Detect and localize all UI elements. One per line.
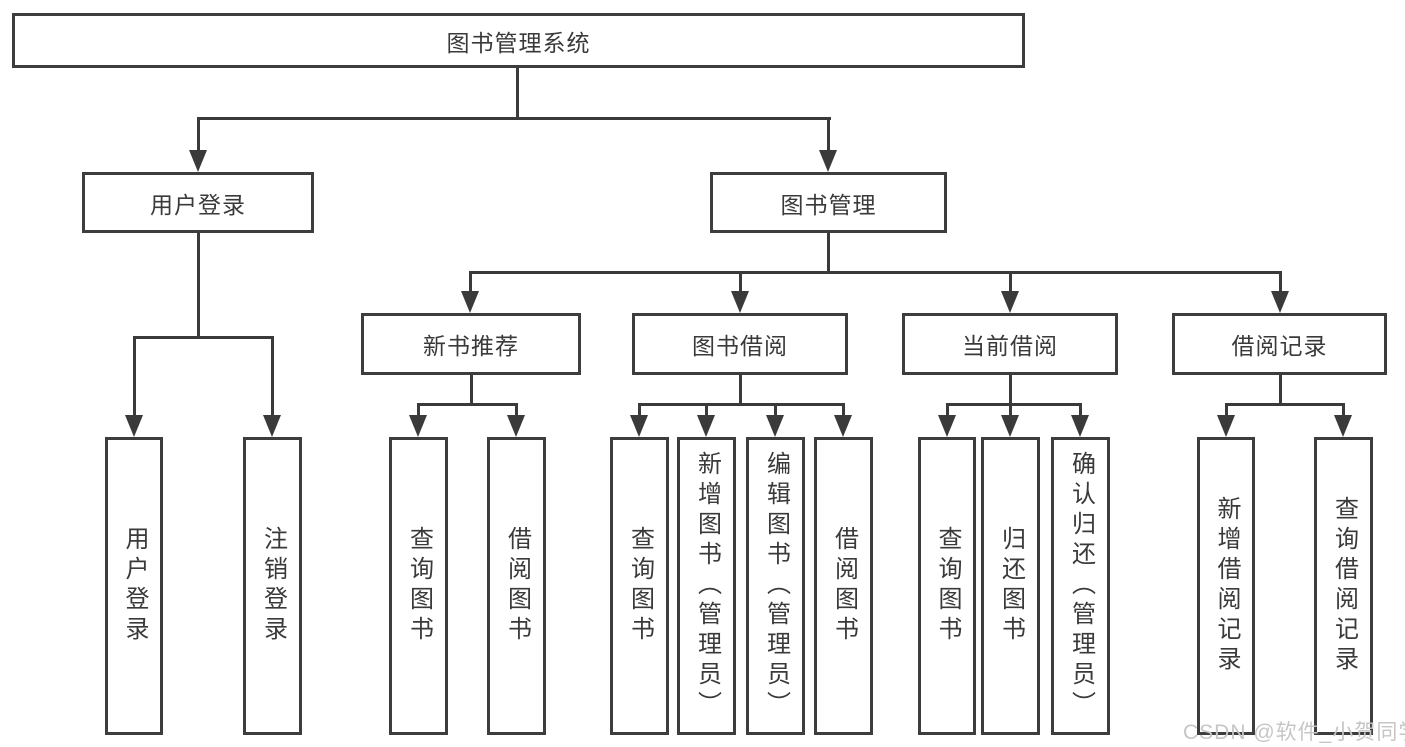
node-label: 查询图书 [934, 526, 961, 646]
connector-line [417, 403, 518, 406]
arrow-down-icon [409, 415, 427, 437]
connector-line [739, 271, 742, 293]
connector-line [946, 403, 1082, 406]
connector-line [417, 403, 420, 417]
connector-line [946, 403, 949, 417]
connector-line [1079, 403, 1082, 417]
arrow-down-icon [819, 150, 837, 172]
connector-line [469, 271, 472, 293]
node-label: 借阅图书 [503, 526, 531, 646]
node-label: 图书管理 [780, 191, 877, 218]
connector-line [827, 233, 830, 274]
node-borrow-records: 借阅记录 [1172, 313, 1387, 375]
node-label: 查询图书 [626, 526, 654, 646]
connector-line [515, 403, 518, 417]
arrow-down-icon [1271, 291, 1289, 313]
node-label: 用户登录 [121, 526, 148, 646]
connector-line [774, 403, 777, 417]
connector-line [1225, 403, 1345, 406]
connector-line [469, 271, 1282, 274]
connector-line [638, 403, 641, 417]
node-current-borrow: 当前借阅 [902, 313, 1118, 375]
node-label: 新书推荐 [423, 333, 519, 359]
node-leaf-edit-books-admin: 编辑图书（管理员） [746, 437, 805, 735]
connector-line [197, 233, 200, 337]
node-book-borrow: 图书借阅 [632, 313, 848, 375]
arrow-down-icon [731, 291, 749, 313]
connector-line [197, 117, 831, 120]
node-label: 新增图书（管理员） [693, 451, 721, 721]
arrow-down-icon [461, 291, 479, 313]
node-label: 图书借阅 [692, 333, 788, 359]
node-user-login-group: 用户登录 [82, 172, 314, 233]
node-label: 查询图书 [405, 526, 433, 646]
connector-line [1279, 375, 1282, 406]
node-label: 用户登录 [150, 191, 246, 218]
arrow-down-icon [938, 415, 956, 437]
arrow-down-icon [1217, 415, 1235, 437]
arrow-down-icon [697, 415, 715, 437]
connector-line [197, 117, 200, 152]
node-leaf-confirm-return-admin: 确认归还（管理员） [1051, 437, 1110, 735]
node-leaf-return-books: 归还图书 [981, 437, 1040, 735]
node-leaf-add-books-admin: 新增图书（管理员） [677, 437, 736, 735]
node-leaf-borrow-books-recommend: 借阅图书 [487, 437, 546, 735]
node-label: 确认归还（管理员） [1067, 451, 1095, 721]
node-label: 当前借阅 [962, 333, 1058, 359]
connector-line [705, 403, 708, 417]
node-label: 借阅图书 [830, 526, 858, 646]
node-label: 查询借阅记录 [1330, 496, 1358, 676]
connector-line [470, 375, 473, 406]
arrow-down-icon [189, 150, 207, 172]
node-leaf-add-borrow-record: 新增借阅记录 [1197, 437, 1255, 735]
arrow-down-icon [125, 415, 143, 437]
node-leaf-query-borrow-record: 查询借阅记录 [1314, 437, 1373, 735]
node-leaf-user-login: 用户登录 [105, 437, 163, 735]
connector-line [1009, 375, 1012, 406]
csdn-watermark: CSDN @软件_小贺同学 [1183, 721, 1405, 744]
arrow-down-icon [507, 415, 525, 437]
connector-line [516, 68, 519, 118]
arrow-down-icon [1001, 291, 1019, 313]
connector-line [638, 403, 845, 406]
node-label: 新增借阅记录 [1213, 496, 1240, 676]
connector-line [1342, 403, 1345, 417]
connector-line [271, 336, 274, 415]
node-leaf-query-books-recommend: 查询图书 [389, 437, 448, 735]
connector-line [1009, 271, 1012, 293]
connector-line [133, 336, 274, 339]
node-label: 注销登录 [259, 526, 287, 646]
connector-line [842, 403, 845, 417]
node-label: 编辑图书（管理员） [762, 451, 790, 721]
node-root: 图书管理系统 [12, 13, 1025, 68]
connector-line [1009, 403, 1012, 417]
connector-line [1279, 271, 1282, 293]
arrow-down-icon [263, 415, 281, 437]
arrow-down-icon [1071, 415, 1089, 437]
node-leaf-borrow-books: 借阅图书 [814, 437, 873, 735]
arrow-down-icon [1001, 415, 1019, 437]
node-leaf-logout: 注销登录 [243, 437, 302, 735]
connector-line [739, 375, 742, 406]
node-label: 借阅记录 [1231, 333, 1328, 359]
node-book-management-group: 图书管理 [710, 172, 947, 233]
node-new-book-recommend: 新书推荐 [361, 313, 581, 375]
arrow-down-icon [1334, 415, 1352, 437]
node-leaf-query-books-borrow: 查询图书 [610, 437, 669, 735]
node-root-label: 图书管理系统 [446, 29, 591, 56]
connector-line [1225, 403, 1228, 417]
arrow-down-icon [834, 415, 852, 437]
arrow-down-icon [766, 415, 784, 437]
node-label: 归还图书 [997, 526, 1025, 646]
connector-line [827, 117, 830, 152]
connector-line [133, 336, 136, 415]
arrow-down-icon [630, 415, 648, 437]
node-leaf-query-books-current: 查询图书 [918, 437, 976, 735]
